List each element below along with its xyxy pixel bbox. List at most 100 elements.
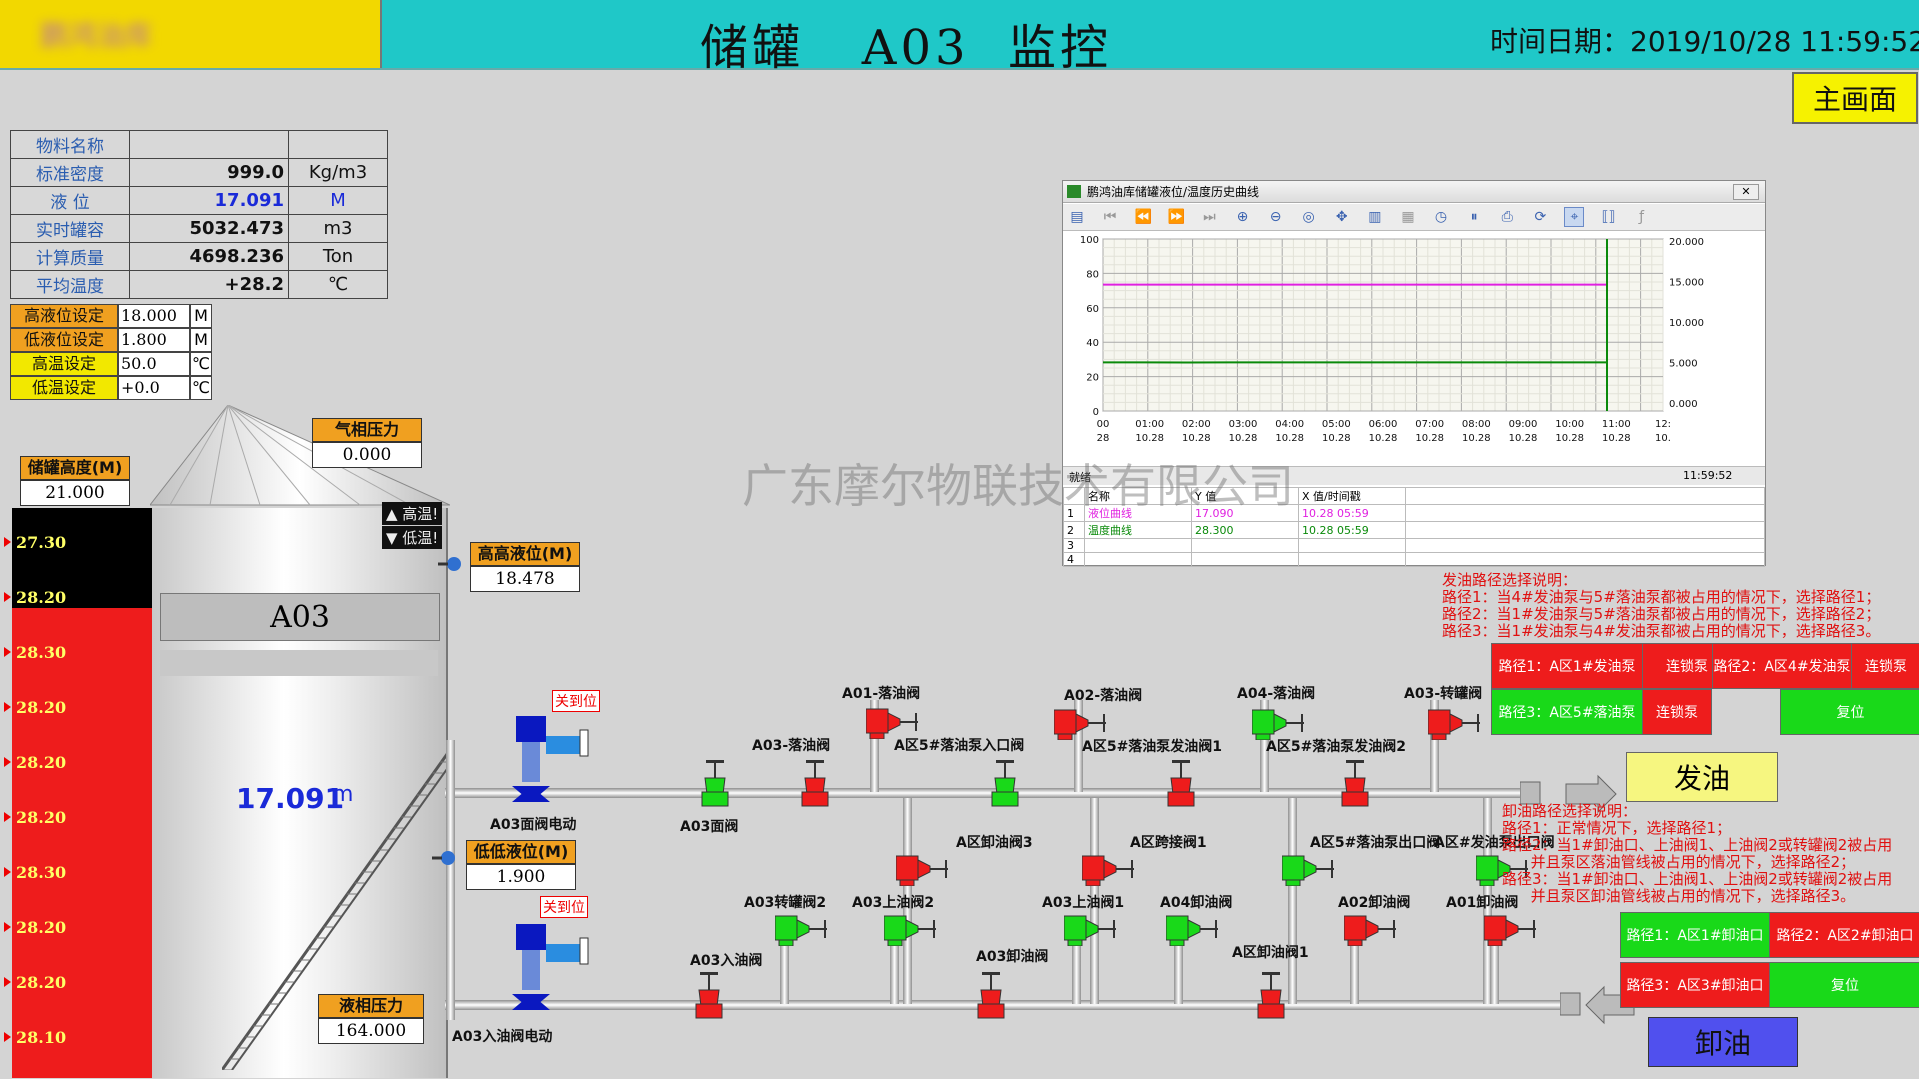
history-chart[interactable]: 10080604020020.00015.00010.0005.0000.000… bbox=[1063, 231, 1765, 465]
print-icon[interactable]: ⎙ bbox=[1501, 209, 1513, 225]
a-unload1-valve-icon[interactable] bbox=[1256, 972, 1286, 1020]
a03-drop-valve-icon[interactable] bbox=[800, 760, 830, 808]
send-oil-button[interactable]: 发油 bbox=[1626, 752, 1778, 802]
setpoint-value[interactable]: +0.0 bbox=[118, 376, 190, 400]
a5-pump-out-valve-icon[interactable] bbox=[1282, 852, 1338, 886]
rewind-icon[interactable]: ⏪ bbox=[1134, 209, 1152, 225]
a04-drop-valve-icon[interactable] bbox=[1252, 706, 1308, 740]
low-level-switch-icon bbox=[432, 851, 455, 865]
pipe-drop-2 bbox=[890, 920, 899, 1004]
chart-table-row[interactable]: 3 bbox=[1063, 538, 1765, 553]
sensor-marker-icon bbox=[4, 592, 11, 602]
a02-unload-valve-icon[interactable] bbox=[1344, 912, 1400, 946]
sensor-marker-icon bbox=[4, 702, 11, 712]
a03-unload-valve-icon[interactable] bbox=[976, 972, 1006, 1020]
history-chart-window[interactable]: 鹏鸿油库储罐液位/温度历史曲线 ✕ ▤ ⏮ ⏪ ⏩ ⏭ ⊕ ⊖ ◎ ✥ ▥ ▦ … bbox=[1062, 180, 1766, 567]
send-route-button[interactable]: 连锁泵 bbox=[1642, 689, 1712, 735]
valve-label: A03入油阀 bbox=[690, 953, 763, 969]
first-icon[interactable]: ⏮ bbox=[1103, 209, 1117, 225]
a-send-pump-valve-icon[interactable] bbox=[1476, 852, 1532, 886]
a04-unload-valve-icon[interactable] bbox=[1166, 912, 1222, 946]
close-icon[interactable]: ✕ bbox=[1733, 184, 1759, 200]
send-route-button[interactable]: 路径1：A区1#发油泵 bbox=[1491, 643, 1643, 689]
scale-icon[interactable]: ▥ bbox=[1368, 209, 1382, 225]
cursor-icon[interactable]: ⌖ bbox=[1564, 207, 1585, 227]
x-tick-label: 03:00 bbox=[1229, 419, 1258, 430]
x-tick-label: 04:00 bbox=[1275, 419, 1304, 430]
setpoint-value[interactable]: 18.000 bbox=[118, 304, 190, 328]
send-route-button[interactable]: 复位 bbox=[1780, 689, 1919, 735]
page-title: 储罐 A03 监控 bbox=[700, 20, 1113, 76]
y-left-tick-label: 40 bbox=[1086, 338, 1099, 349]
valve-label: A01-落油阀 bbox=[842, 686, 921, 702]
x-tick-label: 11:00 bbox=[1602, 419, 1631, 430]
a03-face-valve-icon[interactable] bbox=[700, 760, 730, 808]
zoom-fit-icon[interactable]: ◎ bbox=[1302, 209, 1315, 225]
unload-route-button[interactable]: 路径3：A区3#卸油口 bbox=[1620, 962, 1770, 1008]
a02-drop-valve-icon[interactable] bbox=[1054, 706, 1110, 740]
pipe-riser-a01 bbox=[870, 700, 879, 792]
x-tick-date: 10.28 bbox=[1322, 433, 1351, 444]
zoom-in-icon[interactable]: ⊕ bbox=[1236, 209, 1249, 225]
a03-inlet-valve-icon[interactable] bbox=[694, 972, 724, 1020]
top-motor-valve-icon[interactable] bbox=[508, 712, 592, 804]
y-right-tick-label: 5.000 bbox=[1669, 359, 1698, 370]
chart-table-cell: 10.28 05:59 bbox=[1298, 521, 1406, 539]
pause-icon[interactable]: ⏸ bbox=[1470, 209, 1478, 225]
valve-label: A区跨接阀1 bbox=[1130, 835, 1207, 851]
forward-icon[interactable]: ⏩ bbox=[1167, 209, 1185, 225]
a5-pump-send2-valve-icon[interactable] bbox=[1340, 760, 1370, 808]
grid-icon[interactable]: ▦ bbox=[1401, 209, 1415, 225]
chart-table-filler bbox=[1405, 487, 1765, 505]
last-icon[interactable]: ⏭ bbox=[1203, 209, 1216, 225]
tank-outlet-pipe bbox=[446, 740, 455, 1020]
a-cross1-valve-icon[interactable] bbox=[1082, 852, 1138, 886]
pan-icon[interactable]: ✥ bbox=[1335, 209, 1348, 225]
chart-table-cell bbox=[1084, 552, 1192, 567]
a-unload3-valve-icon[interactable] bbox=[896, 852, 952, 886]
bracket-icon[interactable]: ⟦⟧ bbox=[1601, 209, 1616, 225]
a5-pump-in-valve-icon[interactable] bbox=[990, 760, 1020, 808]
a03-top2-valve-icon[interactable] bbox=[884, 912, 940, 946]
empty-space-bar bbox=[12, 508, 152, 608]
unload-route-button[interactable]: 路径2：A区2#卸油口 bbox=[1769, 912, 1919, 958]
unload-route-button[interactable]: 路径1：A区1#卸油口 bbox=[1620, 912, 1770, 958]
chart-table-cell bbox=[1298, 538, 1406, 553]
main-screen-button[interactable]: 主画面 bbox=[1792, 72, 1918, 124]
a03-transfer-valve-icon[interactable] bbox=[1428, 706, 1484, 740]
zoom-out-icon[interactable]: ⊖ bbox=[1269, 209, 1282, 225]
send-route-button[interactable]: 路径2：A区4#发油泵 bbox=[1712, 643, 1852, 689]
bottom-motor-valve-icon[interactable] bbox=[508, 920, 592, 1012]
gas-pressure-box: 气相压力 0.000 bbox=[312, 418, 422, 468]
a03-transfer2-valve-icon[interactable] bbox=[775, 912, 831, 946]
setpoint-value[interactable]: 1.800 bbox=[118, 328, 190, 352]
a01-drop-valve-icon[interactable] bbox=[866, 705, 922, 739]
info-label: 标准密度 bbox=[10, 158, 130, 187]
refresh-icon[interactable]: ⟳ bbox=[1534, 209, 1547, 225]
a03-top1-valve-icon[interactable] bbox=[1064, 912, 1120, 946]
a5-pump-send1-valve-icon[interactable] bbox=[1166, 760, 1196, 808]
tank-name-label: A03 bbox=[160, 593, 440, 641]
clock-icon[interactable]: ◷ bbox=[1434, 209, 1448, 225]
unload-oil-button[interactable]: 卸油 bbox=[1648, 1017, 1798, 1067]
send-route-button[interactable]: 连锁泵 bbox=[1851, 643, 1919, 689]
unload-route-button[interactable]: 复位 bbox=[1769, 962, 1919, 1008]
x-tick-label: 02:00 bbox=[1182, 419, 1211, 430]
x-tick-label: 07:00 bbox=[1415, 419, 1444, 430]
info-unit: ℃ bbox=[288, 270, 388, 299]
chart-table-row[interactable]: 4 bbox=[1063, 552, 1765, 567]
chart-toolbar: ▤ ⏮ ⏪ ⏩ ⏭ ⊕ ⊖ ◎ ✥ ▥ ▦ ◷ ⏸ ⎙ ⟳ ⌖ ⟦⟧ ƒ bbox=[1063, 204, 1765, 231]
setpoint-row: 低温设定+0.0℃ bbox=[10, 376, 212, 400]
function-icon[interactable]: ƒ bbox=[1639, 209, 1645, 225]
properties-icon[interactable]: ▤ bbox=[1070, 209, 1084, 225]
valve-label: A区5#落油泵发油阀1 bbox=[1082, 739, 1223, 755]
send-route-button[interactable]: 路径3：A区5#落油泵 bbox=[1491, 689, 1643, 735]
bottom-motor-valve-label: A03入油阀电动 bbox=[452, 1029, 553, 1045]
a01-unload-valve-icon[interactable] bbox=[1484, 912, 1540, 946]
sensor-marker-icon bbox=[4, 537, 11, 547]
setpoint-value[interactable]: 50.0 bbox=[118, 352, 190, 376]
y-left-tick-label: 60 bbox=[1086, 304, 1099, 315]
